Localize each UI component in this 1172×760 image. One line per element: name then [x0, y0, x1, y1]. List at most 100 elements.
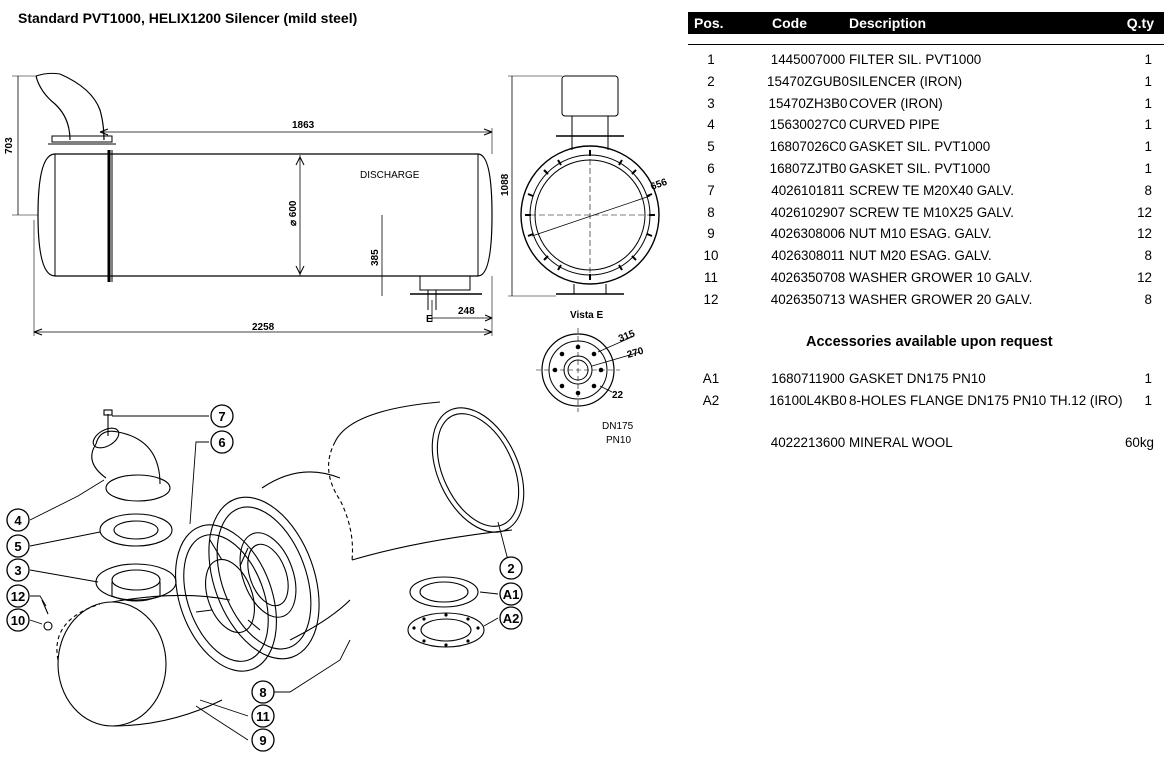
discharge-label: DISCHARGE	[360, 170, 420, 181]
callout-6: 6	[210, 430, 234, 454]
row-pos: 8	[707, 204, 715, 220]
svg-text:12: 12	[11, 589, 25, 604]
row-qty: 1	[1144, 160, 1152, 176]
svg-text:3: 3	[14, 563, 21, 578]
row-pos: A2	[702, 392, 720, 408]
accessories-title: Accessories available upon request	[806, 334, 1053, 350]
header-pos: Pos.	[694, 15, 724, 31]
row-code: 15470ZGUB0	[767, 73, 849, 89]
side-view	[12, 72, 493, 336]
callout-10: 10	[6, 608, 30, 632]
row-pos: 3	[707, 95, 715, 111]
row-qty: 1	[1144, 52, 1152, 67]
svg-text:A1: A1	[503, 587, 520, 602]
row-pos: 6	[707, 160, 715, 176]
header-code: Code	[772, 15, 807, 31]
callout-11: 11	[251, 704, 275, 728]
row-code: 16807ZJTB0	[769, 160, 847, 176]
row-pos: 1	[707, 52, 715, 67]
row-description: GASKET SIL. PVT1000	[849, 139, 991, 155]
dim-22: 22	[612, 390, 624, 401]
svg-text:4: 4	[14, 513, 22, 528]
dim-1863: 1863	[292, 120, 315, 131]
row-qty: 1	[1144, 139, 1152, 155]
row-pos: 4	[707, 117, 715, 133]
row-qty: 12	[1137, 269, 1152, 285]
dim-600: ⌀ 600	[288, 200, 299, 226]
technical-drawing: 1863 703 ⌀ 600 385 2258 248 E 1088 656 3…	[4, 72, 669, 752]
svg-text:10: 10	[11, 613, 25, 628]
svg-text:9: 9	[259, 733, 266, 748]
dim-270: 270	[626, 346, 645, 361]
dim-385: 385	[370, 249, 381, 266]
row-pos: 10	[703, 248, 719, 264]
row-description: 8-HOLES FLANGE DN175 PN10 TH.12 (IRO)	[849, 392, 1123, 408]
row-code: 15470ZH3B0	[768, 95, 848, 111]
row-description: SILENCER (IRON)	[849, 73, 963, 89]
callout-9: 9	[251, 728, 275, 752]
row-code: 4026308011	[771, 248, 845, 264]
vista-e-flange	[536, 328, 641, 412]
row-description: GASKET DN175 PN10	[849, 371, 986, 386]
callout-8: 8	[251, 680, 275, 704]
row-code: 15630027C0	[769, 117, 847, 133]
callout-5: 5	[6, 534, 30, 558]
row-qty: 8	[1144, 182, 1152, 198]
vista-e-label: Vista E	[570, 310, 603, 321]
row-description: CURVED PIPE	[849, 117, 940, 133]
row-qty: 1	[1144, 73, 1152, 89]
row-description: WASHER GROWER 20 GALV.	[849, 291, 1033, 307]
row-description: COVER (IRON)	[849, 95, 943, 111]
svg-text:6: 6	[218, 435, 225, 450]
end-view	[508, 75, 660, 297]
accessories-table: A1 1680711900 GASKET DN175 PN10 1 A2 16100L4K…	[688, 368, 1164, 412]
svg-text:7: 7	[218, 409, 225, 424]
row-pos: A1	[702, 371, 720, 386]
row-qty: 8	[1144, 248, 1152, 264]
row-qty: 1	[1144, 95, 1152, 111]
dim-656: 656	[649, 177, 669, 193]
header-description: Description	[849, 15, 927, 31]
row-qty: 12	[1137, 226, 1152, 242]
row-description: GASKET SIL. PVT1000	[849, 160, 991, 176]
dim-2258: 2258	[252, 322, 275, 333]
row-qty: 1	[1144, 392, 1152, 408]
svg-text:2: 2	[507, 561, 514, 576]
callout-12: 12	[6, 584, 30, 608]
header-qty: Q.ty	[1126, 15, 1154, 31]
row-description: WASHER GROWER 10 GALV.	[849, 269, 1033, 285]
exploded-view	[29, 401, 525, 741]
row-pos: 5	[707, 139, 715, 155]
row-description: NUT M20 ESAG. GALV.	[849, 248, 992, 264]
row-description: SCREW TE M20X40 GALV.	[849, 182, 1014, 198]
svg-text:5: 5	[14, 539, 21, 554]
svg-text:8: 8	[259, 685, 266, 700]
row-code: 1445007000	[770, 52, 846, 67]
row-code: 4026102907	[770, 204, 846, 220]
row-pos: 7	[707, 182, 715, 198]
row-qty: 1	[1144, 117, 1152, 133]
row-code: 4026350708	[770, 269, 846, 285]
row-code: 4026101811	[771, 182, 845, 198]
row-qty: 8	[1144, 291, 1152, 307]
header-divider	[688, 44, 1164, 45]
row-code: 16100L4KB0	[769, 392, 847, 408]
callouts: 7 6 4 5 3 12 10 2 A1 A2 8 11 9	[6, 404, 523, 752]
callout-4: 4	[6, 508, 30, 532]
row-code: 1680711900	[771, 371, 845, 386]
dim-1088: 1088	[500, 173, 511, 196]
row-description: FILTER SIL. PVT1000	[849, 52, 982, 67]
row-pos: 2	[707, 73, 715, 89]
